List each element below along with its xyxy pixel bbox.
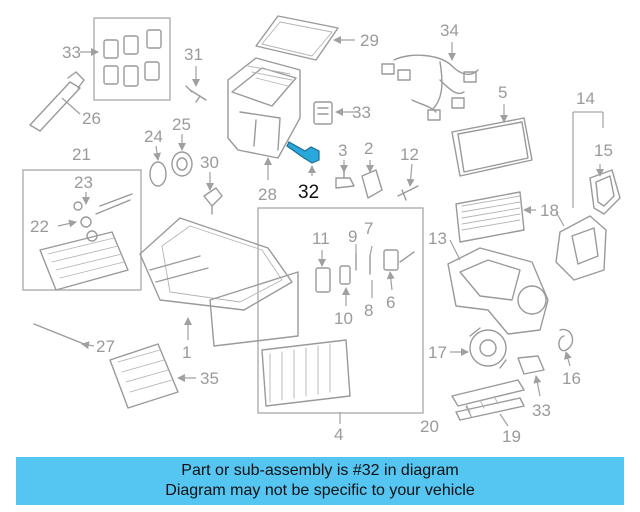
callout-labels: 33 26 31 29 33 34 5 14 15 18 13 17 16 33…	[30, 21, 613, 446]
callout-11: 11	[312, 229, 330, 248]
callout-17: 17	[428, 343, 447, 362]
callout-22: 22	[30, 217, 49, 236]
callout-10: 10	[334, 309, 353, 328]
part-4-contents	[261, 249, 415, 407]
part-29	[255, 15, 339, 61]
callout-20: 20	[420, 417, 439, 436]
callout-16: 16	[562, 369, 581, 388]
callout-34: 34	[440, 21, 459, 40]
callout-4: 4	[334, 425, 343, 444]
callout-3: 3	[338, 141, 347, 160]
callout-18: 18	[540, 201, 559, 220]
callout-23: 23	[74, 173, 93, 192]
part-1-housing	[139, 217, 299, 347]
part-24	[149, 161, 167, 187]
callout-7: 7	[364, 219, 373, 238]
banner-line-2: Diagram may not be specific to your vehi…	[165, 482, 475, 499]
callout-29: 29	[360, 31, 379, 50]
callout-25: 25	[172, 115, 191, 134]
callout-31: 31	[184, 45, 203, 64]
part-30	[203, 187, 223, 215]
callout-14: 14	[576, 89, 595, 108]
part-32-highlight	[286, 141, 320, 164]
banner-line-1: Part or sub-assembly is #32 in diagram	[181, 462, 459, 479]
callout-13: 13	[428, 229, 447, 248]
part-2	[361, 169, 383, 199]
part-17	[469, 327, 507, 369]
callout-33-top: 33	[62, 43, 81, 62]
part-12	[397, 185, 419, 201]
part-25	[171, 151, 193, 177]
box-part-33-top	[93, 17, 171, 101]
bracket-part-14	[572, 111, 604, 208]
callout-15: 15	[594, 141, 613, 160]
part-20-19	[451, 379, 525, 421]
callout-2: 2	[364, 139, 373, 158]
callout-19: 19	[502, 427, 521, 446]
part-27	[33, 323, 85, 345]
part-28	[227, 57, 301, 159]
part-33-resistor	[517, 355, 545, 375]
part-3	[335, 167, 355, 189]
part-14-cover	[555, 215, 607, 281]
callout-1: 1	[182, 343, 191, 362]
part-16	[558, 328, 574, 352]
callout-35: 35	[200, 369, 219, 388]
part-15	[589, 169, 621, 215]
callout-26: 26	[82, 109, 101, 128]
callout-33-mid: 33	[352, 103, 371, 122]
part-13	[447, 247, 549, 335]
leader-lines	[57, 36, 604, 427]
callout-5: 5	[498, 83, 507, 102]
part-33-module	[313, 101, 333, 125]
part-21-heater-core	[39, 193, 133, 291]
callout-24: 24	[144, 127, 163, 146]
info-banner: Part or sub-assembly is #32 in diagram D…	[16, 457, 624, 505]
box-part-21	[22, 169, 142, 291]
callout-6: 6	[386, 293, 395, 312]
part-5	[451, 117, 533, 177]
callout-9: 9	[348, 227, 357, 246]
callout-32: 32	[298, 182, 319, 203]
callout-12: 12	[400, 145, 419, 164]
callout-21: 21	[72, 145, 91, 164]
callout-8: 8	[364, 301, 373, 320]
part-18	[455, 191, 525, 243]
part-35	[109, 343, 179, 409]
part-33-clips	[103, 29, 162, 87]
callout-27: 27	[96, 337, 115, 356]
part-26	[29, 71, 85, 132]
part-34	[381, 54, 479, 121]
callout-30: 30	[200, 153, 219, 172]
callout-33-bottom: 33	[532, 401, 551, 420]
callout-28: 28	[258, 185, 277, 204]
part-31	[185, 85, 207, 103]
